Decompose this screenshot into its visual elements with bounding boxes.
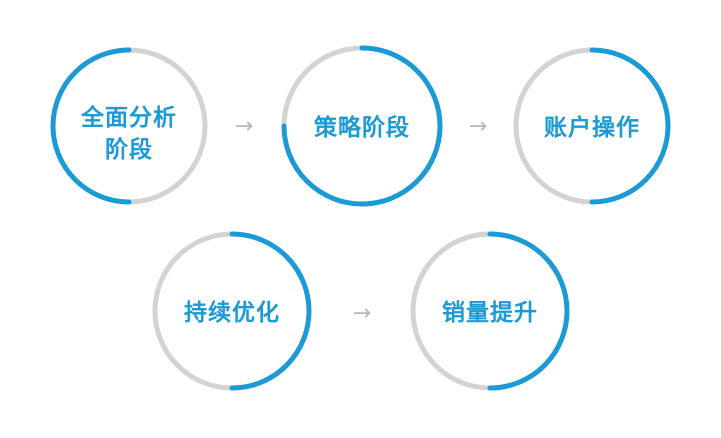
stage-3-ring-gray bbox=[513, 47, 595, 205]
arrow-4-to-5: → bbox=[353, 301, 371, 326]
stage-node-strategy: 策略阶段 bbox=[281, 45, 443, 207]
stage-3-ring-accent bbox=[589, 47, 671, 205]
stage-4-ring-accent bbox=[229, 231, 312, 391]
stage-5-ring-accent bbox=[487, 231, 570, 391]
arrow-right-icon: → bbox=[353, 301, 371, 326]
arrow-1-to-2: → bbox=[235, 114, 253, 139]
stage-2-label: 策略阶段 bbox=[314, 114, 410, 141]
arrow-right-icon: → bbox=[235, 114, 253, 139]
stage-node-comprehensive-analysis: 全面分析 阶段 bbox=[50, 47, 208, 205]
stage-1-label-line-1: 全面分析 bbox=[80, 104, 177, 131]
stage-3-label: 账户操作 bbox=[544, 114, 640, 141]
stage-5-label: 销量提升 bbox=[442, 299, 538, 326]
stage-node-sales-increase: 销量提升 bbox=[410, 231, 570, 391]
arrow-right-icon: → bbox=[469, 114, 487, 139]
stage-2-ring-accent bbox=[281, 45, 443, 207]
stage-1-ring-gray bbox=[126, 47, 208, 205]
stage-1-ring-accent bbox=[50, 47, 132, 205]
stage-5-ring-gray bbox=[410, 231, 493, 391]
stage-node-account-operation: 账户操作 bbox=[513, 47, 671, 205]
arrow-2-to-3: → bbox=[469, 114, 487, 139]
stage-2-ring-gray bbox=[281, 45, 365, 129]
stage-4-ring-gray bbox=[152, 231, 235, 391]
stage-4-label: 持续优化 bbox=[184, 299, 280, 326]
stage-1-label-line-2: 阶段 bbox=[105, 136, 153, 163]
stage-node-continuous-optimization: 持续优化 bbox=[152, 231, 312, 391]
